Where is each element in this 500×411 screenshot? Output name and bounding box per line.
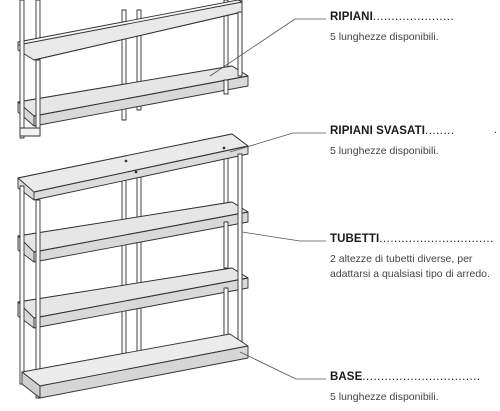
lower-shelf-2 [17, 201, 249, 263]
callout-tubetti: TUBETTI............................... 2… [330, 233, 498, 282]
stray-dot: . [494, 124, 498, 136]
lower-shelf-unit [17, 133, 249, 399]
callout-ripiani-svasati-desc: 5 lunghezze disponibili. [330, 145, 439, 157]
callout-base-desc: 5 lunghezze disponibili. [330, 391, 439, 403]
upper-shelf-unit [17, 0, 249, 139]
lower-shelf-3 [17, 267, 249, 329]
leader-ripiani [209, 18, 326, 77]
callout-tubetti-title: TUBETTI............................... [330, 233, 494, 245]
leader-ripiani-svasati [229, 132, 326, 153]
callout-ripiani-title: RIPIANI...................... [330, 11, 455, 23]
leader-lines [209, 18, 326, 380]
upper-shelf-1 [17, 0, 243, 61]
callout-base: BASE................................ 5 l… [330, 371, 498, 405]
callout-ripiani-desc: 5 lunghezze disponibili. [330, 31, 439, 43]
flared-shelf [17, 133, 249, 201]
callout-ripiani: RIPIANI...................... 5 lunghezz… [330, 11, 498, 45]
callout-ripiani-svasati: RIPIANI SVASATI........ 5 lunghezze disp… [330, 125, 498, 159]
upper-shelf-2 [17, 65, 249, 127]
base-plinth [21, 333, 249, 399]
callout-base-title: BASE................................ [330, 371, 481, 383]
leader-tubetti [241, 231, 326, 242]
leader-base [239, 351, 326, 380]
callout-tubetti-desc: 2 altezze di tubetti diverse, per adatta… [330, 253, 490, 280]
callout-ripiani-svasati-title: RIPIANI SVASATI........ [330, 125, 455, 137]
